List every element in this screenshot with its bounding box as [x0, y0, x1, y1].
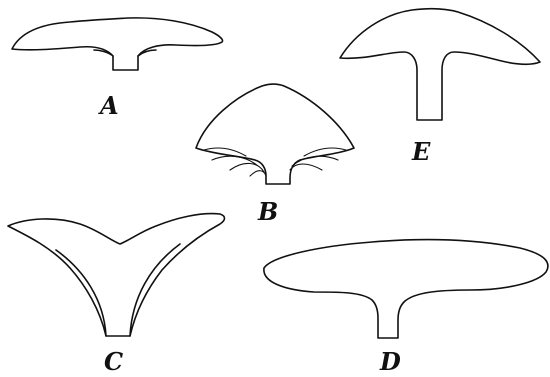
mushroom-d — [264, 240, 548, 338]
mushroom-b-cap — [196, 84, 354, 184]
label-b: B — [257, 197, 278, 226]
mushroom-a — [12, 18, 223, 70]
mushroom-c-cap — [8, 214, 225, 336]
mushroom-d-cap — [264, 240, 548, 338]
mushroom-a-cap — [12, 18, 223, 70]
mushroom-e — [340, 9, 540, 120]
label-e: E — [411, 137, 431, 166]
mushroom-b — [196, 84, 354, 184]
mushroom-e-cap — [340, 9, 540, 120]
label-d: D — [379, 347, 401, 376]
mushroom-c — [8, 214, 225, 336]
label-c: C — [104, 347, 123, 376]
label-a: A — [98, 91, 119, 120]
